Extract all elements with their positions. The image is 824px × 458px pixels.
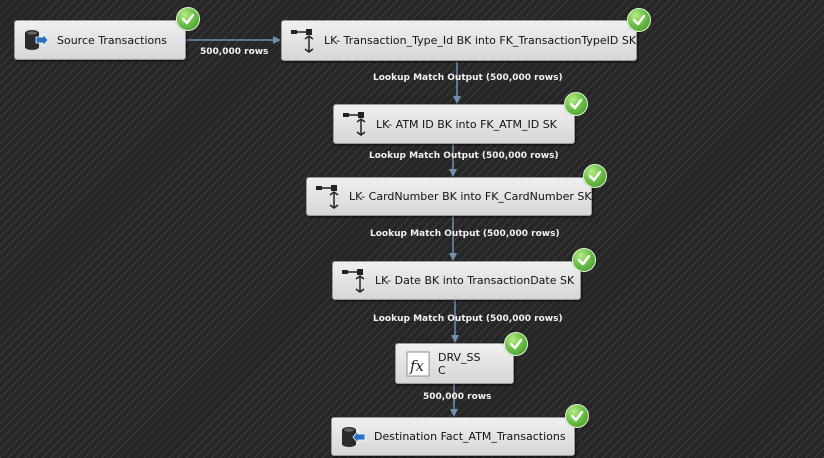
source-database-icon <box>23 27 49 53</box>
path-label-lk1-lk2: Lookup Match Output (500,000 rows) <box>373 73 563 83</box>
success-check-icon <box>176 7 200 31</box>
component-lookup-transaction-type[interactable]: LK- Transaction_Type_Id BK into FK_Trans… <box>281 8 651 61</box>
component-source-transactions[interactable]: Source Transactions <box>14 7 200 60</box>
success-check-icon <box>583 164 607 188</box>
lookup-icon <box>341 268 367 294</box>
lookup-icon <box>315 184 341 210</box>
component-label: LK- Transaction_Type_Id BK into FK_Trans… <box>324 34 637 47</box>
component-label: LK- Date BK into TransactionDate SK <box>375 274 575 287</box>
success-check-icon <box>627 8 651 32</box>
component-lookup-card-number[interactable]: LK- CardNumber BK into FK_CardNumber SK <box>306 164 607 216</box>
lookup-icon <box>290 28 316 54</box>
success-check-icon <box>565 404 589 428</box>
component-derived-column[interactable]: fx DRV_SS C <box>395 332 528 384</box>
lookup-icon <box>342 111 368 137</box>
path-label-lk2-lk3: Lookup Match Output (500,000 rows) <box>369 151 559 161</box>
component-lookup-date[interactable]: LK- Date BK into TransactionDate SK <box>332 248 596 300</box>
path-label-drv-dst: 500,000 rows <box>423 392 492 402</box>
component-label: LK- ATM ID BK into FK_ATM_ID SK <box>376 117 557 131</box>
component-label: Destination Fact_ATM_Transactions <box>374 430 566 443</box>
success-check-icon <box>572 248 596 272</box>
component-destination-fact-atm-transactions[interactable]: Destination Fact_ATM_Transactions <box>331 404 589 456</box>
component-label: Source Transactions <box>57 33 167 47</box>
success-check-icon <box>564 92 588 116</box>
destination-database-icon <box>340 424 366 450</box>
component-label: LK- CardNumber BK into FK_CardNumber SK <box>349 190 592 203</box>
path-label-lk4-drv: Lookup Match Output (500,000 rows) <box>373 314 563 324</box>
derived-column-fx-icon: fx <box>404 351 430 377</box>
success-check-icon <box>504 332 528 356</box>
svg-text:fx: fx <box>409 357 425 375</box>
path-label-src-lk1: 500,000 rows <box>200 47 269 57</box>
component-lookup-atm-id[interactable]: LK- ATM ID BK into FK_ATM_ID SK <box>333 92 588 144</box>
component-label: DRV_SS C <box>438 350 481 377</box>
path-label-lk3-lk4: Lookup Match Output (500,000 rows) <box>370 229 560 239</box>
